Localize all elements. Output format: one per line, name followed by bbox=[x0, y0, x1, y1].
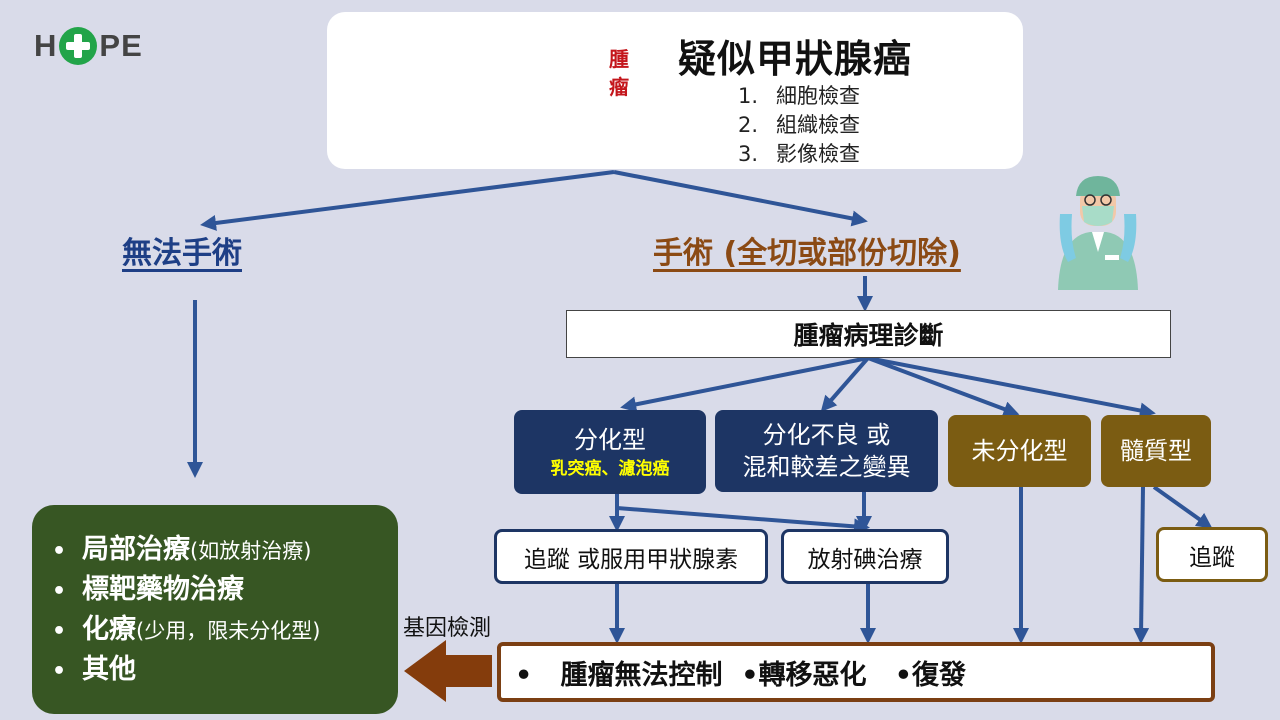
bullet-icon: • bbox=[52, 539, 67, 564]
arrow-to-surgery bbox=[613, 170, 868, 227]
exam-num: 3. bbox=[738, 142, 759, 166]
medullary-box: 髓質型 bbox=[1101, 415, 1211, 487]
surgeon-icon bbox=[1058, 176, 1138, 290]
differentiated-title: 分化型 bbox=[574, 426, 646, 454]
list-item: • 局部治療(如放射治療) bbox=[52, 531, 398, 571]
arrow-medullary-to-outcome bbox=[1133, 486, 1150, 644]
exam-text: 組織檢查 bbox=[776, 113, 860, 137]
exam-item: 1. 細胞檢查 bbox=[738, 82, 860, 111]
hope-logo: H PE bbox=[34, 24, 164, 68]
option-main: 其他 bbox=[82, 654, 136, 685]
exam-text: 影像檢查 bbox=[776, 142, 860, 166]
exam-list: 1. 細胞檢查 2. 組織檢查 3. 影像檢查 bbox=[738, 82, 860, 169]
no-surgery-heading: 無法手術 bbox=[122, 236, 242, 271]
list-item: • 標靶藥物治療 bbox=[52, 571, 398, 611]
option-note: (少用，限未分化型) bbox=[136, 619, 321, 643]
list-item: • 其他 bbox=[52, 651, 398, 691]
gene-test-label: 基因檢測 bbox=[403, 616, 492, 641]
option-main: 局部治療 bbox=[82, 534, 190, 565]
outcome-bar: • 腫瘤無法控制 •轉移惡化 •復發 bbox=[497, 642, 1215, 702]
pathology-box: 腫瘤病理診斷 bbox=[566, 310, 1171, 358]
outcome-metastasis: •轉移惡化 bbox=[722, 659, 867, 691]
page-title: 疑似甲狀腺癌 bbox=[678, 37, 913, 81]
arrow-to-poorly bbox=[820, 356, 870, 413]
arrow-diff-to-rai bbox=[616, 506, 870, 535]
differentiated-type-box: 分化型 乳突癌、濾泡癌 bbox=[514, 410, 706, 494]
poorly-differentiated-box: 分化不良 或 混和較差之變異 bbox=[715, 410, 938, 492]
arrow-to-differentiated bbox=[620, 356, 869, 413]
exam-text: 細胞檢查 bbox=[776, 84, 860, 108]
tumor-label: 腫 瘤 bbox=[606, 45, 632, 101]
exam-item: 2. 組織檢查 bbox=[738, 111, 860, 140]
outcome-uncontrolled: • 腫瘤無法控制 bbox=[515, 659, 723, 691]
logo-letters-pe: PE bbox=[99, 28, 143, 63]
arrow-to-undifferentiated bbox=[867, 356, 1020, 417]
option-note: (如放射治療) bbox=[190, 539, 312, 563]
option-main: 標靶藥物治療 bbox=[82, 574, 244, 605]
exam-item: 3. 影像檢查 bbox=[738, 140, 860, 169]
exam-num: 1. bbox=[738, 84, 759, 108]
follow-up-box: 追蹤 bbox=[1156, 527, 1268, 582]
arrow-medullary-to-follow bbox=[1152, 485, 1213, 529]
surgery-heading: 手術 (全切或部份切除) bbox=[653, 236, 961, 271]
arrow-to-no-surgery bbox=[200, 170, 615, 231]
treatment-options-box: • 局部治療(如放射治療) • 標靶藥物治療 • 化療 (少用，限未分化型) • 其他 bbox=[32, 505, 398, 714]
bullet-icon: • bbox=[52, 659, 67, 684]
bullet-icon: • bbox=[52, 579, 67, 604]
bullet-icon: • bbox=[52, 619, 67, 644]
logo-letter-h: H bbox=[34, 28, 58, 63]
title-card bbox=[327, 12, 1023, 169]
big-left-arrow bbox=[404, 640, 492, 702]
exam-num: 2. bbox=[738, 113, 759, 137]
treatment-options-list: • 局部治療(如放射治療) • 標靶藥物治療 • 化療 (少用，限未分化型) • 其他 bbox=[52, 531, 398, 691]
hope-logo-cross-icon bbox=[59, 27, 98, 65]
undifferentiated-box: 未分化型 bbox=[948, 415, 1091, 487]
tumor-label-char-1: 腫 bbox=[609, 47, 629, 71]
option-main: 化療 bbox=[82, 614, 136, 645]
follow-or-hormone-box: 追蹤 或服用甲狀腺素 bbox=[494, 529, 768, 584]
list-item: • 化療 (少用，限未分化型) bbox=[52, 611, 398, 651]
radioiodine-box: 放射碘治療 bbox=[781, 529, 949, 584]
poorly-line-1: 分化不良 或 bbox=[762, 421, 891, 449]
outcome-recurrence: •復發 bbox=[866, 659, 966, 691]
differentiated-subtypes: 乳突癌、濾泡癌 bbox=[550, 459, 670, 479]
poorly-line-2: 混和較差之變異 bbox=[742, 453, 911, 481]
tumor-label-char-2: 瘤 bbox=[609, 75, 629, 99]
arrow-to-medullary bbox=[867, 356, 1156, 419]
